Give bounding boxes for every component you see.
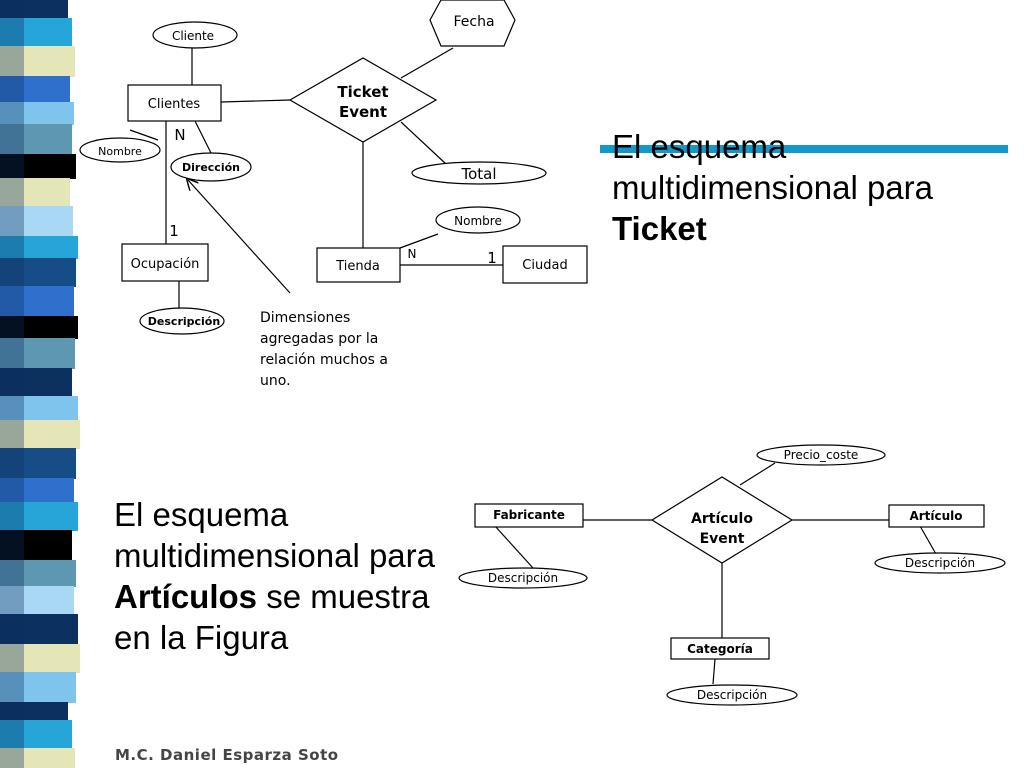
articulos-text-bold: Artículos xyxy=(114,578,258,615)
articulos-text-line-1: El esquema xyxy=(114,496,289,533)
author-footer: M.C. Daniel Esparza Soto xyxy=(115,746,339,764)
stripe-block xyxy=(0,286,74,317)
stripe-block xyxy=(0,560,76,587)
stripe-block xyxy=(0,124,72,155)
stripe-block xyxy=(0,530,72,561)
clientes-label: Clientes xyxy=(148,97,201,112)
articulos-description: El esquema multidimensional para Artícul… xyxy=(114,494,459,658)
stripe-block xyxy=(0,478,74,503)
stripe-block xyxy=(0,76,70,103)
categoria-descripcion-label: Descripción xyxy=(697,688,767,702)
ticket-description: El esquema multidimensional para Ticket xyxy=(612,126,1012,249)
stripe-block xyxy=(0,46,75,77)
stripe-block xyxy=(0,720,72,749)
stripe-block xyxy=(0,18,72,47)
articulo-event-label-2: Event xyxy=(700,531,745,547)
articulo-event-label-1: Artículo xyxy=(691,511,753,527)
stripe-block xyxy=(0,206,73,237)
articulos-text-rest: se muestra xyxy=(257,578,430,615)
precio-coste-label: Precio_coste xyxy=(784,448,859,462)
cliente-label: Cliente xyxy=(172,29,214,43)
articulos-text-line-2: multidimensional para xyxy=(114,537,435,574)
stripe-block xyxy=(0,396,78,421)
stripe-block xyxy=(0,614,78,645)
categoria-label: Categoría xyxy=(687,642,753,656)
fecha-label: Fecha xyxy=(453,14,494,30)
accent-bar xyxy=(588,145,1008,153)
cardinality-1b-label: 1 xyxy=(487,249,497,267)
articulo-descripcion-label: Descripción xyxy=(905,556,975,570)
stripe-block xyxy=(0,0,68,19)
fabricante-label: Fabricante xyxy=(493,508,565,522)
stripe-block xyxy=(0,448,76,479)
stripe-block xyxy=(0,178,70,207)
stripe-block xyxy=(0,702,68,721)
stripe-block xyxy=(0,748,75,768)
ticket-event-label-2: Event xyxy=(339,103,387,121)
ocupacion-label: Ocupación xyxy=(131,257,200,272)
ticket-event-label-1: Ticket xyxy=(337,83,388,101)
stripe-block xyxy=(0,502,78,531)
stripe-block xyxy=(0,154,76,179)
stripe-block xyxy=(0,672,76,703)
tienda-label: Tienda xyxy=(335,259,380,274)
ticket-text-bold: Ticket xyxy=(612,210,707,247)
stripe-block xyxy=(0,368,72,397)
ticket-text-line-1: El esquema xyxy=(612,128,787,165)
cardinality-n-label: N xyxy=(174,126,185,144)
tienda-nombre-label: Nombre xyxy=(454,214,502,228)
articulos-text-line-4: en la Figura xyxy=(114,619,289,656)
stripe-block xyxy=(0,258,76,287)
stripe-shadow xyxy=(0,0,24,768)
cardinality-1-label: 1 xyxy=(169,222,179,240)
ticket-text-line-2: multidimensional para xyxy=(612,169,933,206)
stripe-block xyxy=(0,420,80,449)
ticket-er-diagram: Fecha Cliente Clientes Ticket Event N No… xyxy=(78,0,600,392)
stripe-block xyxy=(0,586,74,615)
descripcion-label: Descripción xyxy=(148,315,220,328)
decorative-stripe xyxy=(0,0,80,768)
stripe-block xyxy=(0,644,80,673)
stripe-block xyxy=(0,338,75,369)
total-label: Total xyxy=(460,165,496,183)
note-line-4: uno. xyxy=(260,373,291,389)
stripe-block xyxy=(0,102,74,125)
ciudad-label: Ciudad xyxy=(522,258,567,273)
articulos-er-diagram: Precio_coste Fabricante Artículo Event A… xyxy=(458,444,1006,706)
cardinality-n2-label: N xyxy=(408,247,417,261)
note-line-2: agregadas por la xyxy=(260,331,378,347)
nombre-label: Nombre xyxy=(98,145,142,158)
fabricante-descripcion-label: Descripción xyxy=(488,571,558,585)
direccion-label: Dirección xyxy=(182,161,240,174)
articulo-label: Artículo xyxy=(909,509,962,523)
stripe-block xyxy=(0,236,78,259)
note-line-3: relación muchos a xyxy=(260,352,388,368)
articulos-text-line-3: Artículos se muestra xyxy=(114,576,459,617)
stripe-block xyxy=(0,316,80,339)
note-line-1: Dimensiones xyxy=(260,310,350,326)
